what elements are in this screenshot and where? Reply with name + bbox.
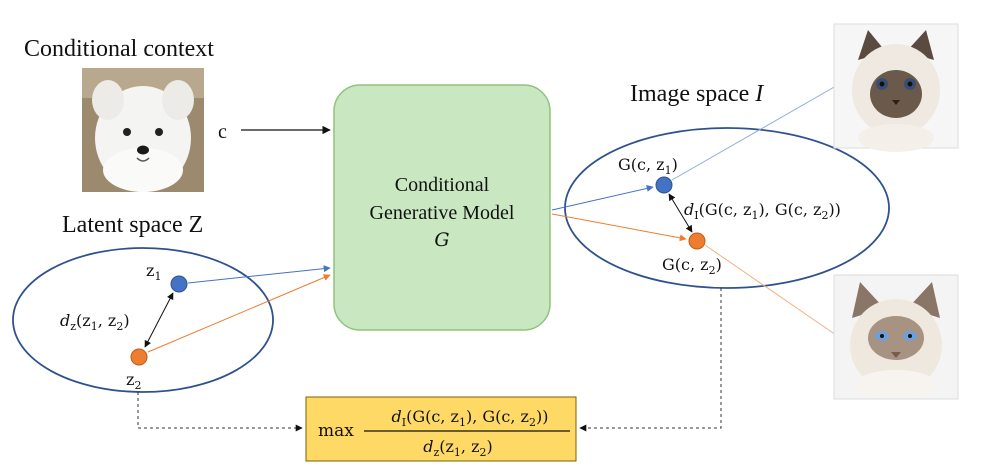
- image-to-formula-connector: [579, 288, 722, 432]
- latent-space-label: Latent space Z: [62, 212, 203, 238]
- objective-formula-box: [305, 396, 577, 462]
- model-symbol: G: [434, 229, 449, 251]
- image-space-ellipse: [564, 127, 890, 289]
- z2-label: z2: [126, 370, 141, 392]
- latent-to-formula-connector: [137, 392, 303, 432]
- model-title-line2: Generative Model: [370, 202, 515, 224]
- generative-model-box: [333, 84, 551, 331]
- dog-image: [82, 68, 204, 192]
- gcz2-node: [688, 232, 706, 250]
- gcz2-label: G(c, z2): [662, 255, 722, 277]
- dz-distance-arrow: [144, 292, 174, 348]
- di-distance-arrow: [668, 193, 693, 233]
- c-label: c: [218, 121, 227, 143]
- gcz1-to-cat-line: [671, 85, 837, 181]
- gcz1-node: [655, 176, 673, 194]
- z2-node: [130, 348, 148, 366]
- gcz2-to-cat-line: [704, 244, 837, 336]
- model-title-line1: Conditional: [395, 174, 490, 196]
- formula-numerator: dI(G(c, z1), G(c, z2)): [392, 407, 549, 429]
- model-to-gcz2-arrow: [551, 213, 687, 242]
- conditional-context-label: Conditional context: [24, 36, 214, 62]
- cat-image-bottom: [833, 274, 959, 400]
- model-to-gcz1-arrow: [551, 184, 654, 211]
- image-space-label: Image space I: [630, 81, 764, 107]
- cat-image-top: [833, 23, 959, 152]
- latent-space-ellipse: [12, 247, 274, 393]
- dz-label: dz(z1, z2): [60, 311, 130, 333]
- z1-label: z1: [146, 261, 161, 283]
- formula-denominator: dz(z1, z2): [423, 437, 493, 459]
- di-label: dI(G(c, z1), G(c, z2)): [684, 200, 841, 222]
- z1-node: [170, 275, 188, 293]
- gcz1-label: G(c, z1): [618, 155, 678, 177]
- z1-to-model-arrow: [187, 265, 331, 284]
- formula-max: max: [318, 421, 354, 441]
- z2-to-model-arrow: [147, 274, 331, 353]
